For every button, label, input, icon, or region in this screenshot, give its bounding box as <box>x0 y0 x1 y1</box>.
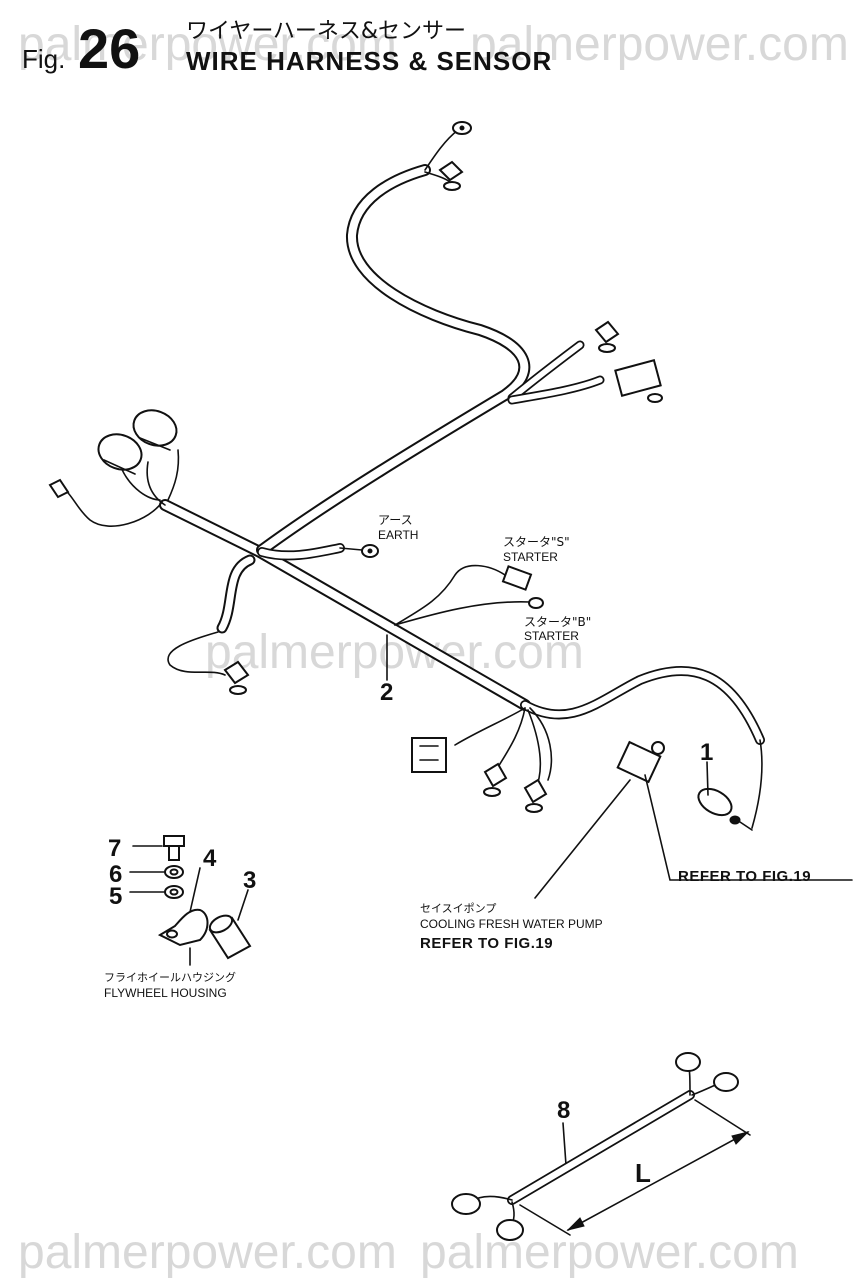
flywheel-label-jp: フライホイールハウジング <box>104 970 236 984</box>
part-number-5: 5 <box>109 883 122 910</box>
earth-label-en: EARTH <box>378 528 418 542</box>
leader-refer-fig19-a <box>644 774 853 881</box>
fig-prefix: Fig. <box>22 44 65 74</box>
part-numbers: 1 2 3 4 5 6 7 8 <box>108 679 713 1124</box>
part-8-connector-left <box>451 1193 481 1215</box>
part-8-connector-top <box>675 1052 701 1072</box>
part-number-1: 1 <box>700 739 713 766</box>
relay-box <box>614 359 662 397</box>
refer-fig19-label-b: REFER TO FIG.19 <box>420 935 553 952</box>
pump-sensor <box>616 740 662 784</box>
part-number-8: 8 <box>557 1097 570 1124</box>
leader-part-8 <box>562 1122 567 1166</box>
title-japanese: ワイヤーハーネス&センサー <box>186 19 466 44</box>
starter-b-terminal <box>528 597 544 609</box>
watermark-bottom-left: palmerpower.com <box>18 1226 397 1279</box>
left-connector-lower <box>97 433 143 471</box>
fig-number: 26 <box>78 17 140 80</box>
leader-lines <box>386 634 853 1166</box>
part-number-4: 4 <box>203 845 217 872</box>
lower-sensor-cap-b <box>523 778 548 804</box>
watermark-top: palmerpower.com <box>18 18 397 71</box>
part-number-7: 7 <box>108 835 121 862</box>
starter-s-wire <box>394 564 506 626</box>
starter-s-connector <box>501 565 533 591</box>
starter-b-label-jp: スタータ"B" <box>524 615 591 629</box>
pump-label-jp: セイスイポンプ <box>420 902 496 915</box>
starter-s-label-en: STARTER <box>503 550 558 564</box>
watermarks: palmerpower.com palmerpower.com palmerpo… <box>18 18 849 1279</box>
dimension-L-line <box>567 1131 749 1231</box>
part-1-switch <box>697 787 733 817</box>
starter-s-label-jp: スタータ"S" <box>503 535 570 549</box>
part-8-connector-right <box>713 1072 739 1092</box>
part-4-clamp <box>157 908 209 947</box>
leader-part-1 <box>706 761 709 796</box>
top-sensor-cap <box>438 160 464 182</box>
part-7-bolt <box>163 835 185 847</box>
square-connector <box>411 737 447 773</box>
left-connector-upper <box>132 409 178 447</box>
pump-label-en: COOLING FRESH WATER PUMP <box>420 917 603 931</box>
harness-connectors <box>48 121 753 831</box>
watermark-bottom-right: palmerpower.com <box>420 1226 799 1279</box>
lower-left-sensor-cap <box>223 660 250 685</box>
starter-b-label-en: STARTER <box>524 629 579 643</box>
leader-pump <box>534 779 631 899</box>
figure-header: Fig. 26 ワイヤーハーネス&センサー WIRE HARNESS & SEN… <box>22 17 552 80</box>
dimension-L-label: L <box>635 1158 651 1188</box>
title-english: WIRE HARNESS & SENSOR <box>186 46 552 76</box>
callout-labels: アース EARTH スタータ"S" STARTER スタータ"B" STARTE… <box>104 513 811 1188</box>
refer-fig19-label-a: REFER TO FIG.19 <box>678 868 811 885</box>
upper-right-sensor-cap <box>594 320 620 344</box>
flywheel-label-en: FLYWHEEL HOUSING <box>104 986 227 1000</box>
lower-sensor-cap-a <box>483 762 508 788</box>
part-number-6: 6 <box>109 861 122 888</box>
wire-harness-main <box>64 129 765 829</box>
earth-label-jp: アース <box>378 513 413 527</box>
part-8-harness <box>451 1052 751 1241</box>
watermark-top-right: palmerpower.com <box>470 18 849 71</box>
harness-branch-upper <box>256 164 531 556</box>
starter-b-wire <box>394 601 531 626</box>
part-number-2: 2 <box>380 679 393 706</box>
left-pin-terminal <box>48 478 70 499</box>
flywheel-parts <box>129 835 252 966</box>
part-number-3: 3 <box>243 867 256 894</box>
part-8-connector-bottom <box>496 1219 524 1241</box>
